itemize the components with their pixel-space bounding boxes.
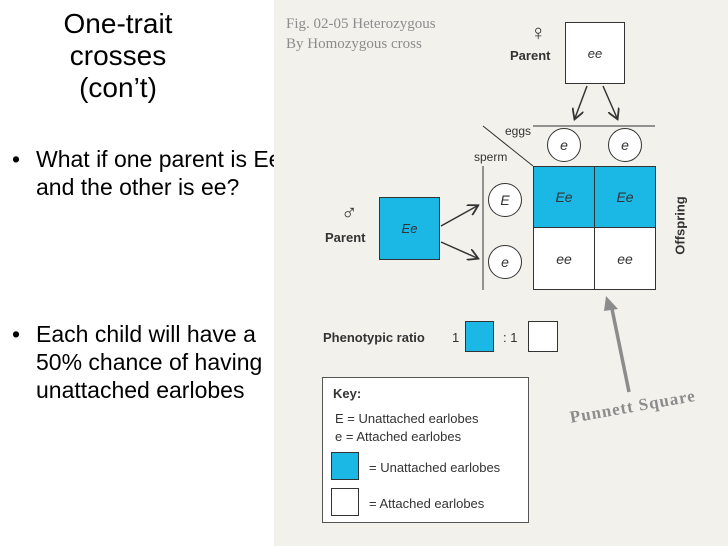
key-line-1: E = Unattached earlobes [335, 411, 479, 426]
female-parent-box: ee [565, 22, 625, 84]
bullet-question: • What if one parent is Ee and the other… [4, 145, 286, 201]
egg-gamete-1: e [547, 128, 581, 162]
bullet-answer: • Each child will have a 50% chance of h… [4, 320, 286, 404]
figure-caption: Fig. 02-05 Heterozygous By Homozygous cr… [286, 14, 436, 54]
key-swatch2-label: = Attached earlobes [369, 496, 485, 511]
slide-title: One-trait crosses (con’t) [28, 8, 208, 104]
ratio-swatch-recessive [528, 321, 558, 352]
punnett-cell-1-1: Ee [533, 166, 595, 228]
punnett-cell-2-1: ee [533, 227, 595, 290]
ratio-separator: : 1 [503, 330, 518, 345]
key-swatch-dominant [331, 452, 359, 480]
caption-line-2: By Homozygous cross [286, 36, 422, 52]
bullet-marker: • [12, 321, 21, 347]
ratio-swatch-dominant [465, 321, 494, 352]
key-title: Key: [333, 386, 362, 401]
ratio-left-value: 1 [452, 330, 460, 345]
egg-gamete-2: e [608, 128, 642, 162]
eggs-label: eggs [505, 124, 532, 138]
female-genotype: ee [587, 45, 603, 61]
male-parent-label: Parent [325, 230, 366, 245]
sperm-gamete-2: e [488, 245, 522, 279]
key-swatch-recessive [331, 488, 359, 516]
title-line-1: One-trait [63, 8, 173, 39]
bullet-text-2: Each child will have a 50% chance of hav… [36, 321, 263, 403]
female-symbol: ♀ [530, 20, 547, 45]
offspring-label: Offspring [672, 196, 688, 255]
title-line-3: (con’t) [79, 72, 157, 103]
sperm-label: sperm [474, 150, 508, 164]
title-line-2: crosses [69, 40, 167, 71]
punnett-cell-2-2: ee [594, 227, 656, 290]
male-symbol: ♂ [341, 200, 358, 225]
bullet-marker: • [12, 146, 21, 172]
female-parent-label: Parent [510, 48, 551, 63]
key-line-2: e = Attached earlobes [335, 429, 462, 444]
punnett-cell-1-2: Ee [594, 166, 656, 228]
key-swatch1-label: = Unattached earlobes [369, 460, 501, 475]
bullet-text-1: What if one parent is Ee and the other i… [36, 146, 282, 200]
sperm-gamete-1: E [488, 183, 522, 217]
key-box: Key: E = Unattached earlobes e = Attache… [322, 377, 529, 523]
male-parent-box: Ee [379, 197, 440, 260]
male-genotype: Ee [401, 221, 418, 236]
caption-line-1: Fig. 02-05 Heterozygous [286, 16, 436, 32]
phenotypic-ratio-label: Phenotypic ratio [323, 330, 425, 345]
